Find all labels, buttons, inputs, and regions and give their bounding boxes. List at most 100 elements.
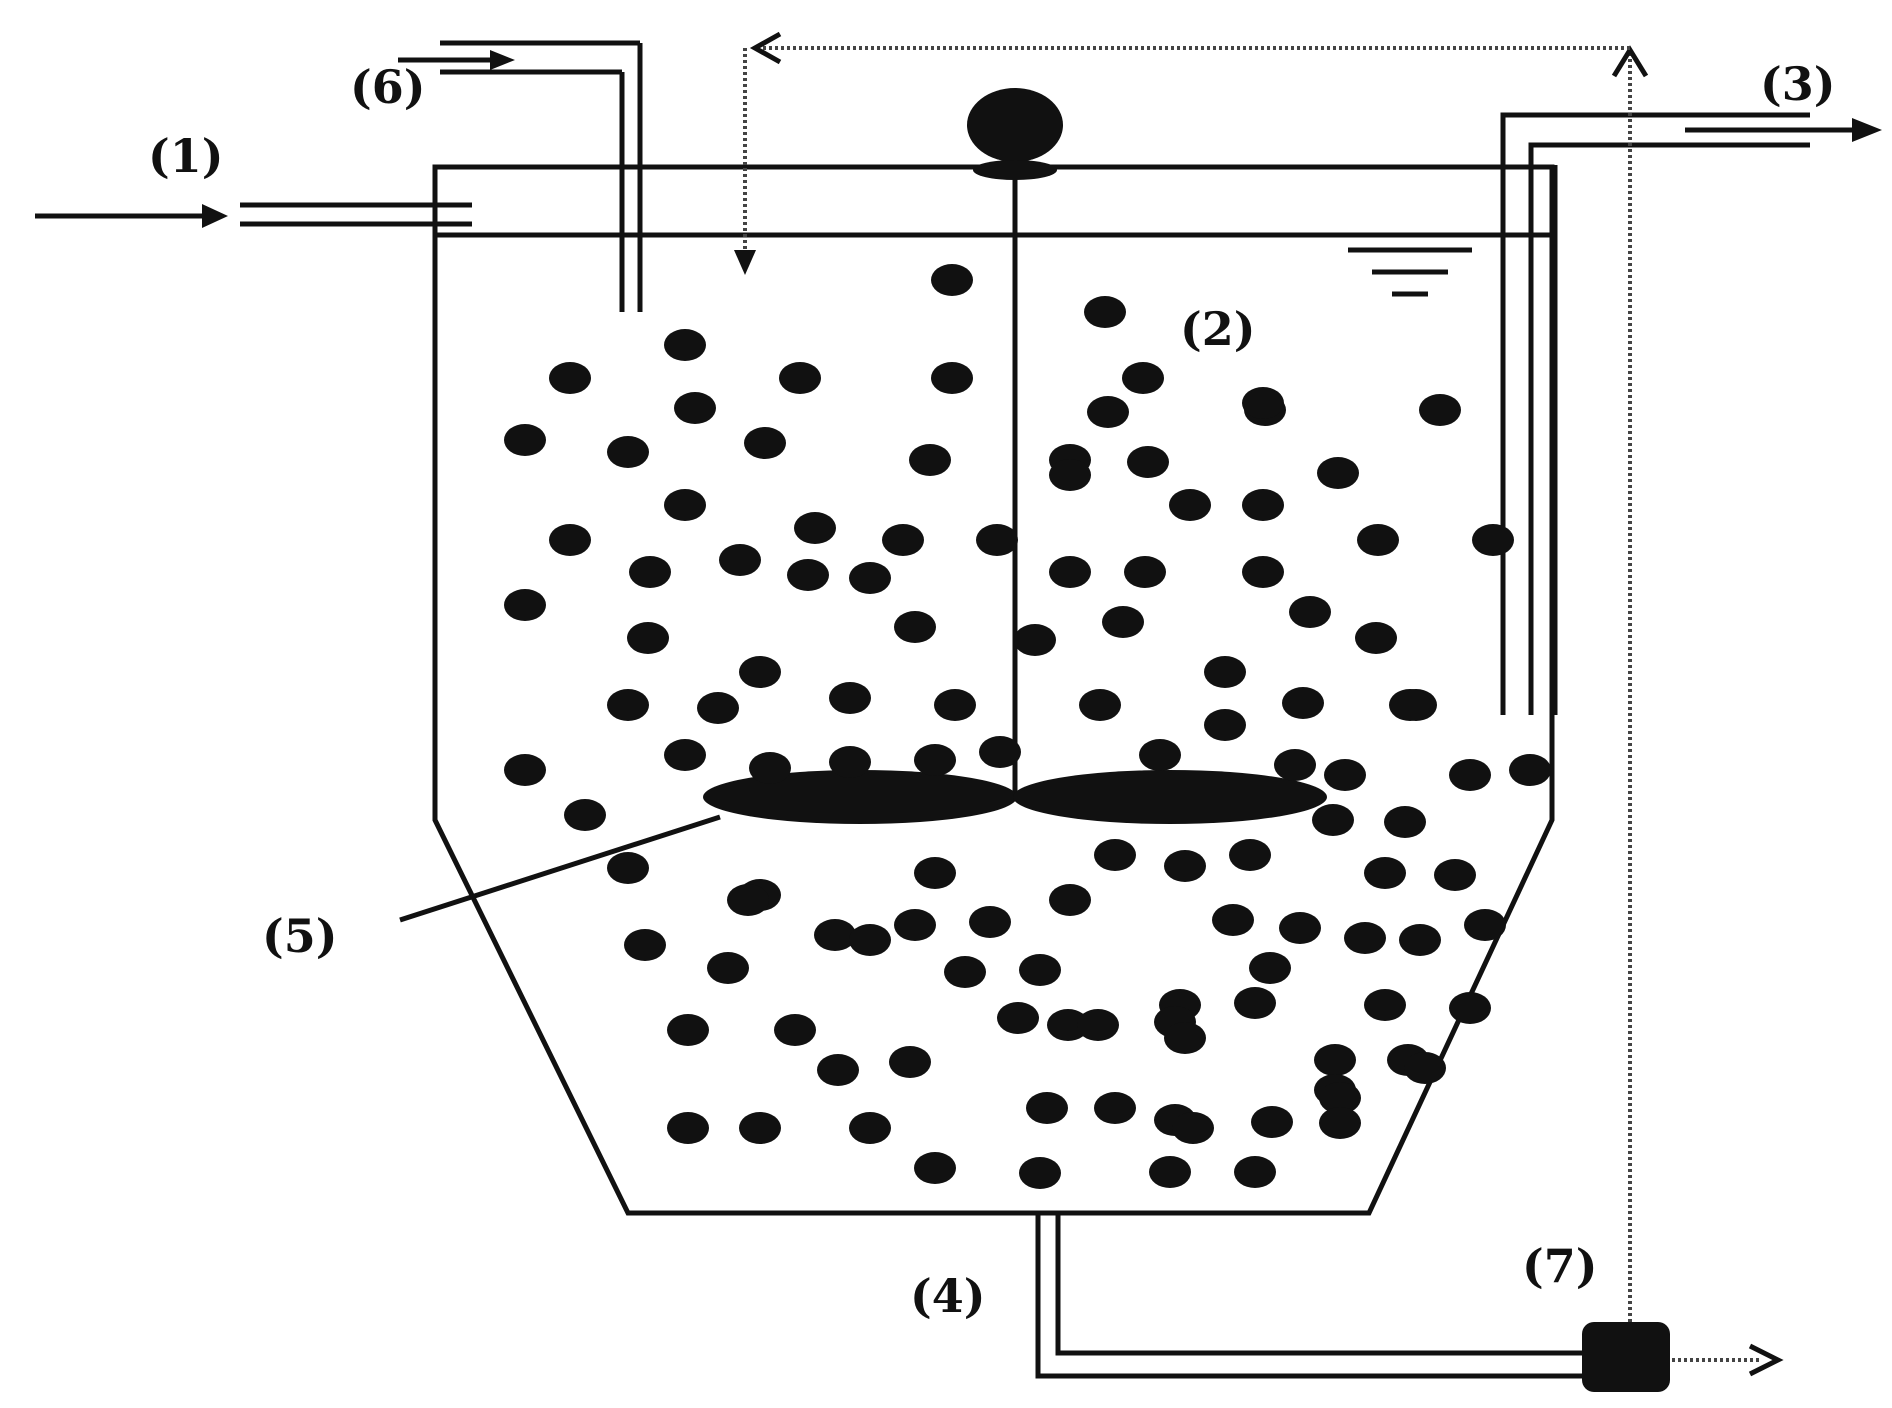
particle: [1324, 759, 1366, 791]
particle: [1289, 596, 1331, 628]
particle: [1049, 556, 1091, 588]
label-4: (4): [910, 1269, 986, 1323]
particle: [1234, 987, 1276, 1019]
particle: [1049, 884, 1091, 916]
recycle-line: [734, 31, 1649, 1322]
particle: [674, 392, 716, 424]
particle: [1314, 1044, 1356, 1076]
particle: [814, 919, 856, 951]
label-1: (1): [148, 129, 224, 183]
particle: [1389, 689, 1431, 721]
label-5: (5): [262, 909, 338, 963]
particle: [931, 264, 973, 296]
recycle-down-arrow-icon: [734, 250, 756, 275]
particle: [1344, 922, 1386, 954]
label-3: (3): [1760, 57, 1836, 111]
discharge-pipe: [1035, 1213, 1585, 1379]
particle: [1014, 624, 1056, 656]
particle: [976, 524, 1018, 556]
particle: [849, 1112, 891, 1144]
particle: [969, 906, 1011, 938]
particle: [739, 1112, 781, 1144]
particle: [549, 362, 591, 394]
particle: [1472, 524, 1514, 556]
label-7: (7): [1522, 1239, 1598, 1293]
particle: [667, 1014, 709, 1046]
particle: [1419, 394, 1461, 426]
particle: [1251, 1106, 1293, 1138]
label-6: (6): [350, 60, 426, 114]
particle: [1139, 739, 1181, 771]
particle: [749, 752, 791, 784]
particle: [1364, 857, 1406, 889]
pump-output-arrow-icon: [1748, 1343, 1784, 1377]
particle: [1047, 1009, 1089, 1041]
feed-arrow-icon: [490, 50, 515, 70]
carrier-particles: [504, 264, 1551, 1189]
particle: [1204, 709, 1246, 741]
particle: [1279, 912, 1321, 944]
particle: [504, 589, 546, 621]
outlet-arrow-icon: [1852, 118, 1882, 142]
particle: [779, 362, 821, 394]
particle: [1087, 396, 1129, 428]
particle: [1317, 457, 1359, 489]
particle: [607, 689, 649, 721]
particle: [1102, 606, 1144, 638]
recycle-left-arrow-icon: [749, 31, 782, 65]
particle: [829, 682, 871, 714]
particle: [1312, 804, 1354, 836]
pump: [1582, 1322, 1784, 1392]
particle: [1449, 992, 1491, 1024]
particle: [1212, 904, 1254, 936]
particle: [697, 692, 739, 724]
particle: [1242, 489, 1284, 521]
particle: [549, 524, 591, 556]
particle: [849, 562, 891, 594]
particle: [1242, 387, 1284, 419]
particle: [1404, 1052, 1446, 1084]
stirrer: [703, 88, 1327, 824]
particle: [774, 1014, 816, 1046]
particle: [707, 952, 749, 984]
particle: [914, 857, 956, 889]
particle: [1026, 1092, 1068, 1124]
particle: [1019, 1157, 1061, 1189]
inlet-arrow-icon: [202, 204, 228, 228]
particle: [1234, 1156, 1276, 1188]
particle: [1384, 806, 1426, 838]
impeller-blade-right: [1013, 770, 1327, 824]
particle: [504, 754, 546, 786]
particle: [914, 1152, 956, 1184]
particle: [1094, 839, 1136, 871]
particle: [1464, 909, 1506, 941]
feed-pipe: [398, 40, 643, 312]
particle: [1319, 1107, 1361, 1139]
reactor-tank: [432, 164, 1555, 1216]
particle: [1084, 296, 1126, 328]
particle: [667, 1112, 709, 1144]
particle: [1124, 556, 1166, 588]
particle: [629, 556, 671, 588]
particle: [1364, 989, 1406, 1021]
particle: [894, 611, 936, 643]
particle: [997, 1002, 1039, 1034]
particle: [664, 489, 706, 521]
particle: [889, 1046, 931, 1078]
particle: [1172, 1112, 1214, 1144]
particle: [817, 1054, 859, 1086]
particle: [1127, 446, 1169, 478]
particle: [1077, 1009, 1119, 1041]
particle: [1164, 850, 1206, 882]
particle: [664, 739, 706, 771]
particle: [1249, 952, 1291, 984]
influent-inlet: [35, 202, 472, 228]
particle: [1274, 749, 1316, 781]
particle: [882, 524, 924, 556]
particle: [1282, 687, 1324, 719]
particle: [1079, 689, 1121, 721]
particle: [1434, 859, 1476, 891]
particle: [1169, 489, 1211, 521]
particle: [664, 329, 706, 361]
pump-icon: [1582, 1322, 1670, 1392]
